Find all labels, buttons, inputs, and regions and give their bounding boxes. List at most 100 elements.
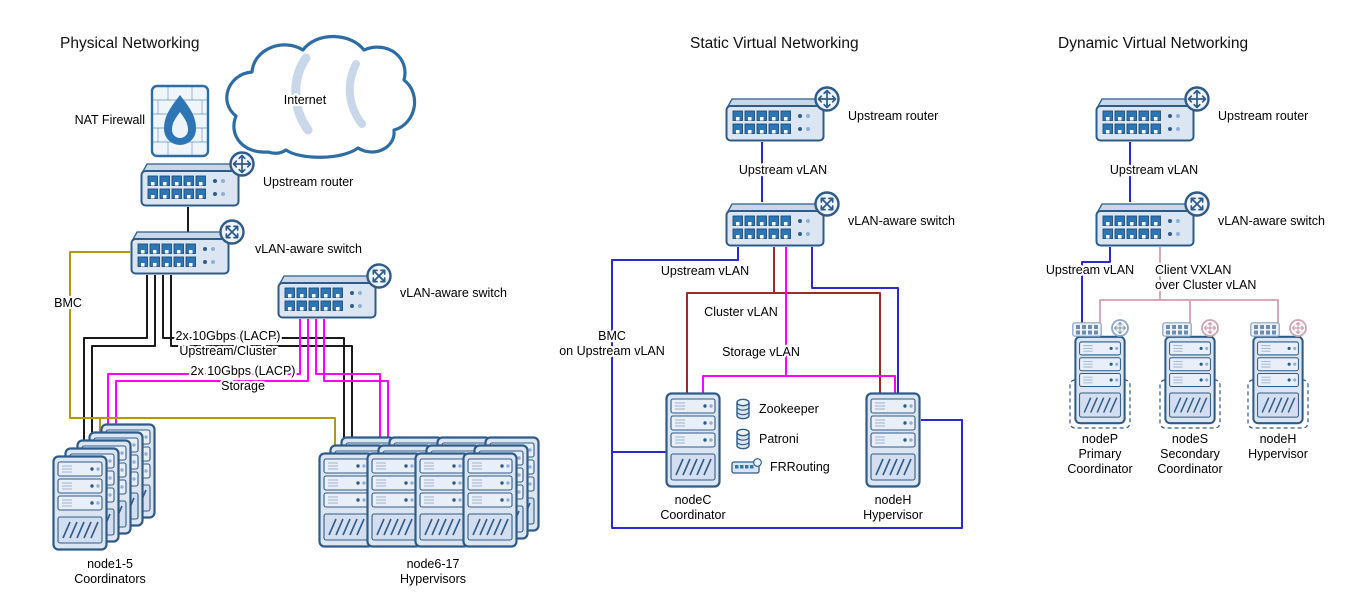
virtual-switch-badge-icon (1111, 319, 1129, 337)
frrouting-label: FRRouting (770, 460, 830, 474)
zookeeper-label: Zookeeper (759, 402, 819, 416)
hypervisors-label: Hypervisors (400, 572, 466, 586)
node-stack-nodep (1069, 319, 1131, 429)
upstream-router-chassis (1097, 99, 1194, 141)
cluster-vlan-label: Cluster vLAN (704, 305, 778, 319)
upstream-router-chassis (727, 99, 824, 141)
server-icon (52, 455, 108, 551)
nodeh-label: nodeH (875, 493, 912, 507)
upstream-vlan-link-label: Upstream vLAN (1110, 163, 1198, 177)
vlan-switch-chassis (132, 232, 229, 274)
nat-firewall-label: NAT Firewall (75, 113, 145, 127)
panel-physical: Physical Networking Internet (52, 35, 540, 588)
nodeh-label: Hypervisor (863, 508, 923, 522)
upstream-vlan-link-label: Upstream vLAN (739, 163, 827, 177)
coordinators-label: Coordinators (74, 572, 146, 586)
server-icon (318, 452, 374, 548)
bmc-label: BMC (598, 329, 626, 343)
bmc-line (69, 251, 336, 470)
nodep-label: nodeP (1082, 432, 1118, 446)
upstream-vlan-nodeh (811, 247, 899, 394)
nodep-label: Primary (1078, 447, 1122, 461)
cluster-vlan-line (686, 247, 881, 398)
upstream-vlan-label: Upstream vLAN (661, 264, 749, 278)
panel-dynamic-virtual: Dynamic Virtual Networking Upstream rout… (1044, 35, 1328, 478)
nat-firewall-icon (150, 84, 210, 158)
upstream-vlan-label: Upstream vLAN (1046, 263, 1134, 277)
vlan-switch-label: vLAN-aware switch (1218, 214, 1325, 228)
upstream-router-label: Upstream router (263, 175, 353, 189)
vlan-switch-chassis (279, 276, 376, 318)
zookeeper-db-icon (736, 398, 750, 420)
storage-vlan-label: Storage vLAN (722, 345, 800, 359)
lacp-upstream-line (91, 275, 156, 470)
patroni-label: Patroni (759, 432, 799, 446)
lacp-upstream-line (162, 275, 345, 470)
server-icon (414, 452, 470, 548)
nodes-label: Coordinator (1157, 462, 1222, 476)
client-vxlan-label: over Cluster vLAN (1155, 278, 1256, 292)
nodeh-label: nodeH (1260, 432, 1297, 446)
nodec-label: nodeC (675, 493, 712, 507)
bmc-upstream-loop (611, 247, 963, 529)
upstream-router-label: Upstream router (848, 109, 938, 123)
server-stack-coordinators (52, 423, 156, 551)
node-stack-nodeh (1247, 319, 1309, 429)
switch-badge-icon (1184, 191, 1210, 217)
storage-line (315, 319, 381, 470)
panel-title: Static Virtual Networking (690, 35, 859, 52)
upstream-vlan-nodep (1081, 247, 1111, 338)
upstream-router-label: Upstream router (1218, 109, 1308, 123)
lacp-upstream-label: 2x 10Gbps (LACP) (176, 329, 281, 343)
nodes-label: Secondary (1160, 447, 1221, 461)
lacp-storage-label: 2x 10Gbps (LACP) (191, 364, 296, 378)
switch-badge-icon (814, 191, 840, 217)
server-icon (366, 452, 422, 548)
server-icon (1252, 335, 1304, 425)
lacp-upstream-label: Upstream/Cluster (179, 344, 276, 358)
bmc-label: on Upstream vLAN (559, 344, 665, 358)
upstream-router-chassis (142, 164, 239, 206)
internet-label: Internet (284, 93, 327, 107)
vlan-switch-chassis (727, 204, 824, 246)
router-badge-icon (229, 151, 255, 177)
server-icon-nodec (665, 392, 721, 488)
server-stack-hypervisors (318, 436, 540, 548)
virtual-switch-badge-icon (1289, 319, 1307, 337)
vlan-switch-label: vLAN-aware switch (400, 286, 507, 300)
lacp-upstream-line (83, 275, 148, 470)
storage-line (107, 319, 301, 470)
frrouting-icon (731, 458, 762, 474)
nodep-label: Coordinator (1067, 462, 1132, 476)
port-grid-icon (1250, 322, 1280, 337)
storage-line (323, 319, 389, 470)
panel-title: Dynamic Virtual Networking (1058, 35, 1248, 52)
nodes-label: nodeS (1172, 432, 1208, 446)
switch-badge-icon (366, 263, 392, 289)
bmc-label: BMC (54, 296, 82, 310)
storage-vlan-line (702, 247, 896, 398)
virtual-switch-badge-icon (1201, 319, 1219, 337)
nodec-label: Coordinator (660, 508, 725, 522)
coordinators-label: node1-5 (87, 557, 133, 571)
vlan-switch-label: vLAN-aware switch (255, 242, 362, 256)
hypervisors-label: node6-17 (407, 557, 460, 571)
server-icon-nodeh (865, 392, 921, 488)
router-badge-icon (814, 86, 840, 112)
client-vxlan-label: Client VXLAN (1155, 263, 1231, 277)
port-grid-icon (1162, 322, 1192, 337)
server-icon (462, 452, 518, 548)
router-badge-icon (1184, 86, 1210, 112)
lacp-upstream-line (170, 275, 353, 470)
nodeh-label: Hypervisor (1248, 447, 1308, 461)
switch-badge-icon (219, 219, 245, 245)
vlan-switch-chassis (1097, 204, 1194, 246)
internet-cloud-icon (225, 35, 417, 159)
panel-static-virtual: Static Virtual Networking Upstream route… (557, 35, 963, 529)
server-icon (1164, 335, 1216, 425)
lacp-storage-label: Storage (221, 379, 265, 393)
panel-title: Physical Networking (60, 35, 200, 52)
vlan-switch-label: vLAN-aware switch (848, 214, 955, 228)
node-stack-nodes (1159, 319, 1221, 429)
